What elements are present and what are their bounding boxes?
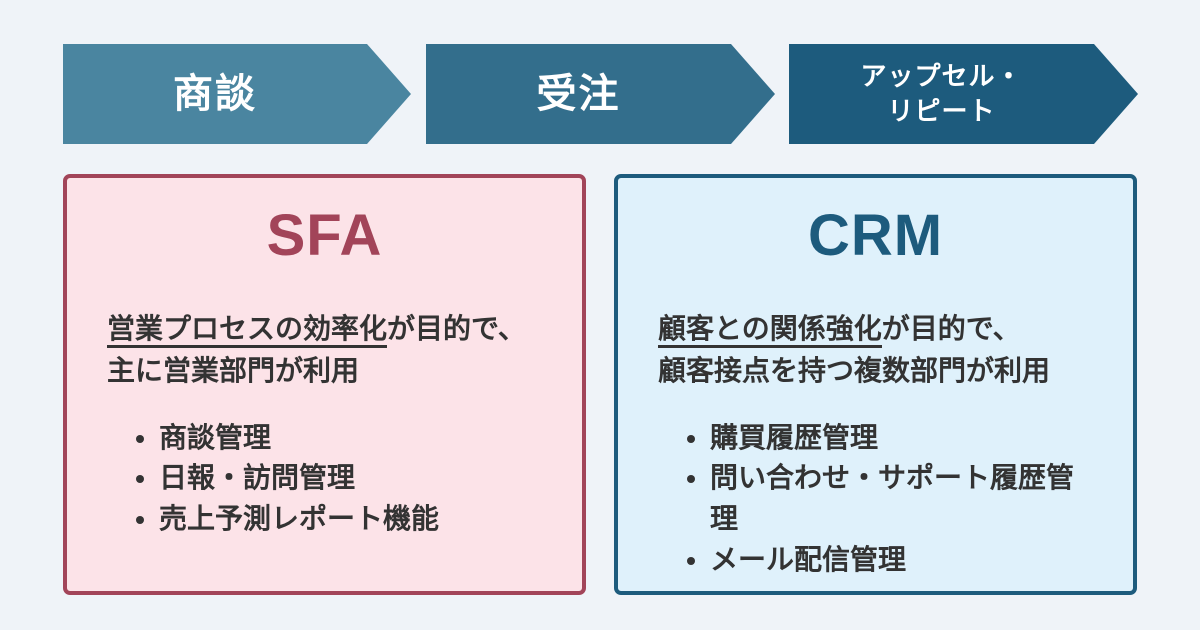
list-item: 問い合わせ・サポート履歴管理 [710, 458, 1093, 539]
process-step-1-label: 商談 [173, 72, 257, 116]
sfa-card: SFA 営業プロセスの効率化が目的で、主に営業部門が利用 商談管理 日報・訪問管… [63, 174, 586, 595]
sfa-title: SFA [266, 203, 383, 268]
process-step-2-label: 受注 [537, 72, 621, 116]
list-item: メール配信管理 [710, 540, 1093, 581]
crm-description-line2: 顧客接点を持つ複数部門が利用 [658, 354, 1051, 386]
sfa-description-underlined: 営業プロセスの効率化 [107, 312, 388, 348]
list-item: 売上予測レポート機能 [159, 499, 542, 540]
list-item: 購買履歴管理 [710, 418, 1093, 459]
crm-title: CRM [807, 203, 944, 268]
process-step-2-text: 受注 [536, 72, 621, 116]
process-step-3-text-line2: リピート [887, 96, 996, 126]
process-step-3-label: アップセル・ リピート [860, 59, 1022, 129]
crm-description: 顧客との関係強化が目的で、顧客接点を持つ複数部門が利用 [658, 308, 1093, 392]
crm-card: CRM 顧客との関係強化が目的で、顧客接点を持つ複数部門が利用 購買履歴管理 問… [614, 174, 1137, 595]
crm-description-underlined: 顧客との関係強化 [658, 312, 882, 348]
crm-feature-list: 購買履歴管理 問い合わせ・サポート履歴管理 メール配信管理 [658, 418, 1093, 580]
list-item: 商談管理 [159, 418, 542, 459]
sfa-feature-list: 商談管理 日報・訪問管理 売上予測レポート機能 [107, 418, 542, 540]
sfa-description-line1-rest: が目的で、 [387, 312, 526, 344]
list-item: 日報・訪問管理 [159, 458, 542, 499]
crm-description-line1-rest: が目的で、 [881, 312, 1021, 344]
process-arrow-step-1: 商談 [63, 44, 411, 144]
sfa-description: 営業プロセスの効率化が目的で、主に営業部門が利用 [107, 308, 542, 392]
sfa-description-line2: 主に営業部門が利用 [107, 354, 360, 386]
process-step-1-text: 商談 [173, 72, 257, 116]
process-arrow-step-2: 受注 [426, 44, 775, 144]
process-step-3-text-line1: アップセル・ [860, 60, 1023, 91]
process-arrow-step-3: アップセル・ リピート [789, 44, 1138, 144]
